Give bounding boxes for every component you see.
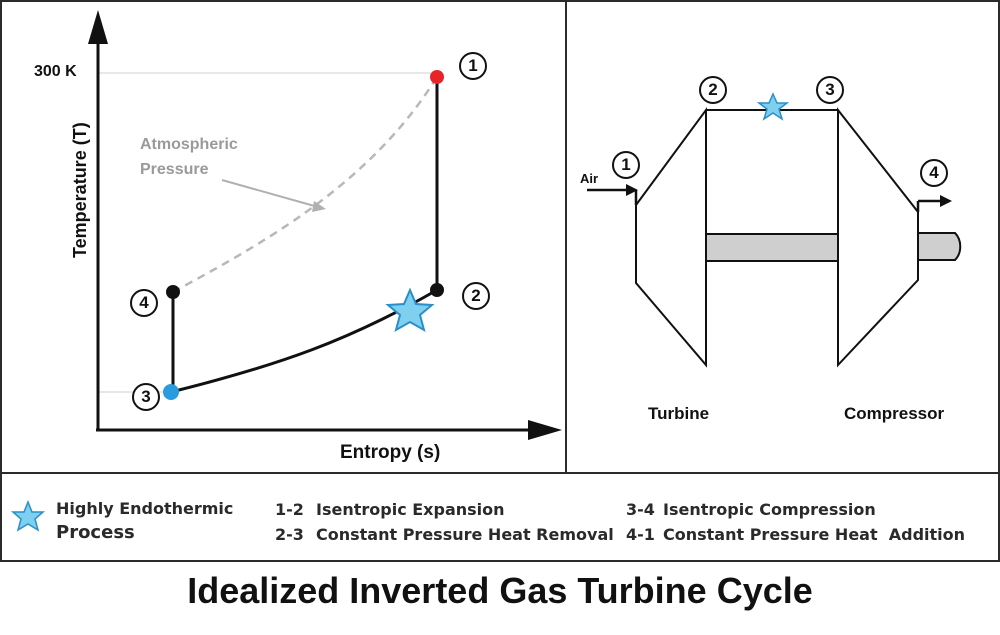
legend-process-1-2-text: Isentropic Expansion [316, 500, 505, 519]
legend-star-icon [11, 499, 45, 532]
station-label-1: 1 [612, 151, 640, 179]
station-label-3: 3 [816, 76, 844, 104]
turbine-shape [635, 106, 707, 368]
legend-process-3-4-id: 3-4 [626, 500, 655, 519]
state-point-4 [166, 285, 180, 299]
state-point-1 [430, 70, 444, 84]
outlet-arrowhead [940, 195, 952, 207]
y-axis-arrowhead [88, 10, 108, 44]
atmospheric-pressure-curve [172, 76, 439, 294]
annotation-arrow-line [221, 179, 319, 208]
machine-star-icon [756, 92, 790, 121]
annotation-arrowhead [312, 201, 326, 212]
legend-process-3-4-text: Isentropic Compression [663, 500, 876, 519]
station-label-2: 2 [699, 76, 727, 104]
legend-process-2-3-text: Constant Pressure Heat Removal [316, 525, 614, 544]
air-inlet-arrowhead [626, 184, 638, 196]
legend-process-4-1-text: Constant Pressure Heat Addition [663, 525, 966, 544]
shaft [705, 233, 839, 262]
x-axis-label: Entropy (s) [340, 442, 441, 463]
y-tick-300k: 300 K [34, 63, 77, 80]
station-label-4: 4 [920, 159, 948, 187]
legend-panel [0, 472, 1000, 562]
output-shaft [917, 232, 962, 261]
turbine-label: Turbine [648, 404, 710, 423]
compressor-label: Compressor [844, 404, 945, 423]
state-label-3: 3 [132, 383, 160, 411]
figure-title: Idealized Inverted Gas Turbine Cycle [187, 570, 813, 611]
curve-annotation-line1: Atmospheric [140, 136, 238, 153]
legend-process-2-3-id: 2-3 [275, 525, 304, 544]
air-label: Air [580, 171, 599, 186]
legend-star-label-line1: Highly Endothermic [56, 499, 234, 518]
x-axis-arrowhead [528, 420, 562, 440]
state-point-3 [163, 384, 179, 400]
state-label-4: 4 [130, 289, 158, 317]
curve-annotation-line2: Pressure [140, 161, 209, 178]
state-label-2: 2 [462, 282, 490, 310]
state-label-1: 1 [459, 52, 487, 80]
endothermic-star-icon [385, 287, 435, 333]
compressor-shape [837, 107, 919, 368]
state-point-2 [430, 283, 444, 297]
y-axis-label: Temperature (T) [70, 122, 90, 258]
legend-process-4-1-id: 4-1 [626, 525, 655, 544]
legend-star-label-line2: Process [56, 522, 135, 543]
legend-process-1-2-id: 1-2 [275, 500, 304, 519]
